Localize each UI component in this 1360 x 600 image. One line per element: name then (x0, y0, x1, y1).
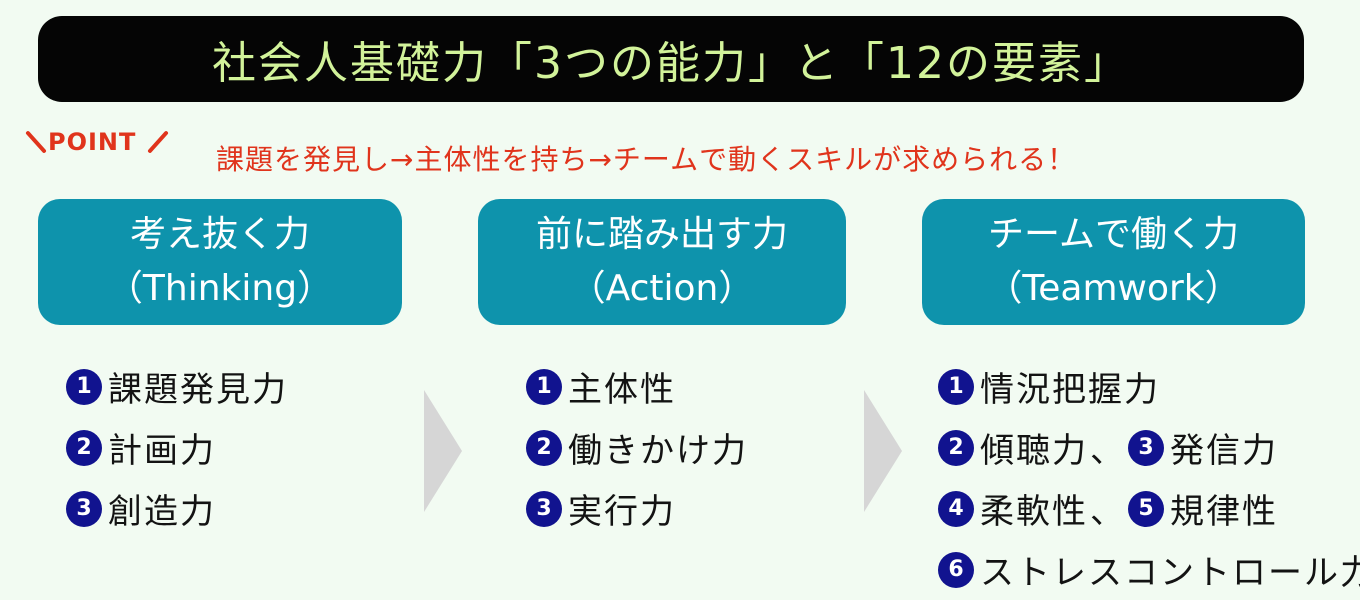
chevron-right-icon (864, 390, 902, 512)
number-badge: 2 (66, 429, 102, 466)
number-badge: 3 (66, 490, 102, 527)
point-badge: POINT (22, 126, 182, 176)
element-item: 1 主体性 (526, 356, 748, 417)
element-label: 計画力 (108, 431, 216, 471)
number-badge: 1 (66, 368, 102, 405)
number-badge: 5 (1128, 490, 1164, 527)
list-separator: 、 (1090, 431, 1126, 471)
element-label: 主体性 (568, 370, 676, 410)
column-header-subtitle: （Thinking） (106, 268, 334, 309)
number-badge: 4 (938, 490, 974, 527)
element-item: 3 実行力 (526, 478, 748, 539)
element-list-action: 1 主体性 2 働きかけ力 3 実行力 (526, 356, 748, 539)
number-badge: 2 (526, 429, 562, 466)
column-header-action: 前に踏み出す力 （Action） (478, 199, 846, 325)
element-item: 2 働きかけ力 (526, 417, 748, 478)
number-badge: 1 (526, 368, 562, 405)
number-badge: 1 (938, 368, 974, 405)
element-label: 課題発見力 (108, 370, 288, 410)
element-label: 実行力 (568, 492, 676, 532)
number-badge: 3 (1128, 429, 1164, 466)
number-badge: 6 (938, 551, 974, 588)
number-badge: 3 (526, 490, 562, 527)
element-item: 1 情況把握力 (938, 356, 1360, 417)
element-item: 2 傾聴力 、 3 発信力 (938, 417, 1360, 478)
element-label: 情況把握力 (980, 370, 1160, 410)
element-item: 1 課題発見力 (66, 356, 288, 417)
element-label: 創造力 (108, 492, 216, 532)
column-header-thinking: 考え抜く力 （Thinking） (38, 199, 402, 325)
element-label: 発信力 (1170, 431, 1278, 471)
element-list-teamwork: 1 情況把握力 2 傾聴力 、 3 発信力 4 柔軟性 、 5 規律性 6 スト… (938, 356, 1360, 600)
column-header-title: 前に踏み出す力 (535, 214, 788, 255)
element-label: 働きかけ力 (568, 431, 748, 471)
page-title: 社会人基礎力「3つの能力」と「12の要素」 (212, 38, 1130, 89)
chevron-right-icon (424, 390, 462, 512)
element-item: 3 創造力 (66, 478, 288, 539)
element-item: 4 柔軟性 、 5 規律性 (938, 478, 1360, 539)
element-label: ストレスコントロール力 (980, 553, 1360, 593)
point-spark-left (25, 130, 47, 154)
column-header-subtitle: （Action） (569, 268, 755, 309)
list-separator: 、 (1090, 492, 1126, 532)
column-header-title: チームで働く力 (988, 214, 1239, 255)
element-list-thinking: 1 課題発見力 2 計画力 3 創造力 (66, 356, 288, 539)
title-banner: 社会人基礎力「3つの能力」と「12の要素」 (38, 16, 1304, 102)
point-message: 課題を発見し→主体性を持ち→チームで動くスキルが求められる！ (216, 143, 1077, 176)
column-header-title: 考え抜く力 (129, 214, 310, 255)
element-item: 2 計画力 (66, 417, 288, 478)
element-label: 傾聴力 (980, 431, 1088, 471)
column-header-subtitle: （Teamwork） (986, 268, 1241, 309)
element-label: 規律性 (1170, 492, 1278, 532)
point-spark-right (147, 130, 169, 154)
point-badge-label: POINT (48, 128, 137, 156)
column-header-teamwork: チームで働く力 （Teamwork） (922, 199, 1305, 325)
number-badge: 2 (938, 429, 974, 466)
element-item: 6 ストレスコントロール力 (938, 539, 1360, 600)
element-label: 柔軟性 (980, 492, 1088, 532)
